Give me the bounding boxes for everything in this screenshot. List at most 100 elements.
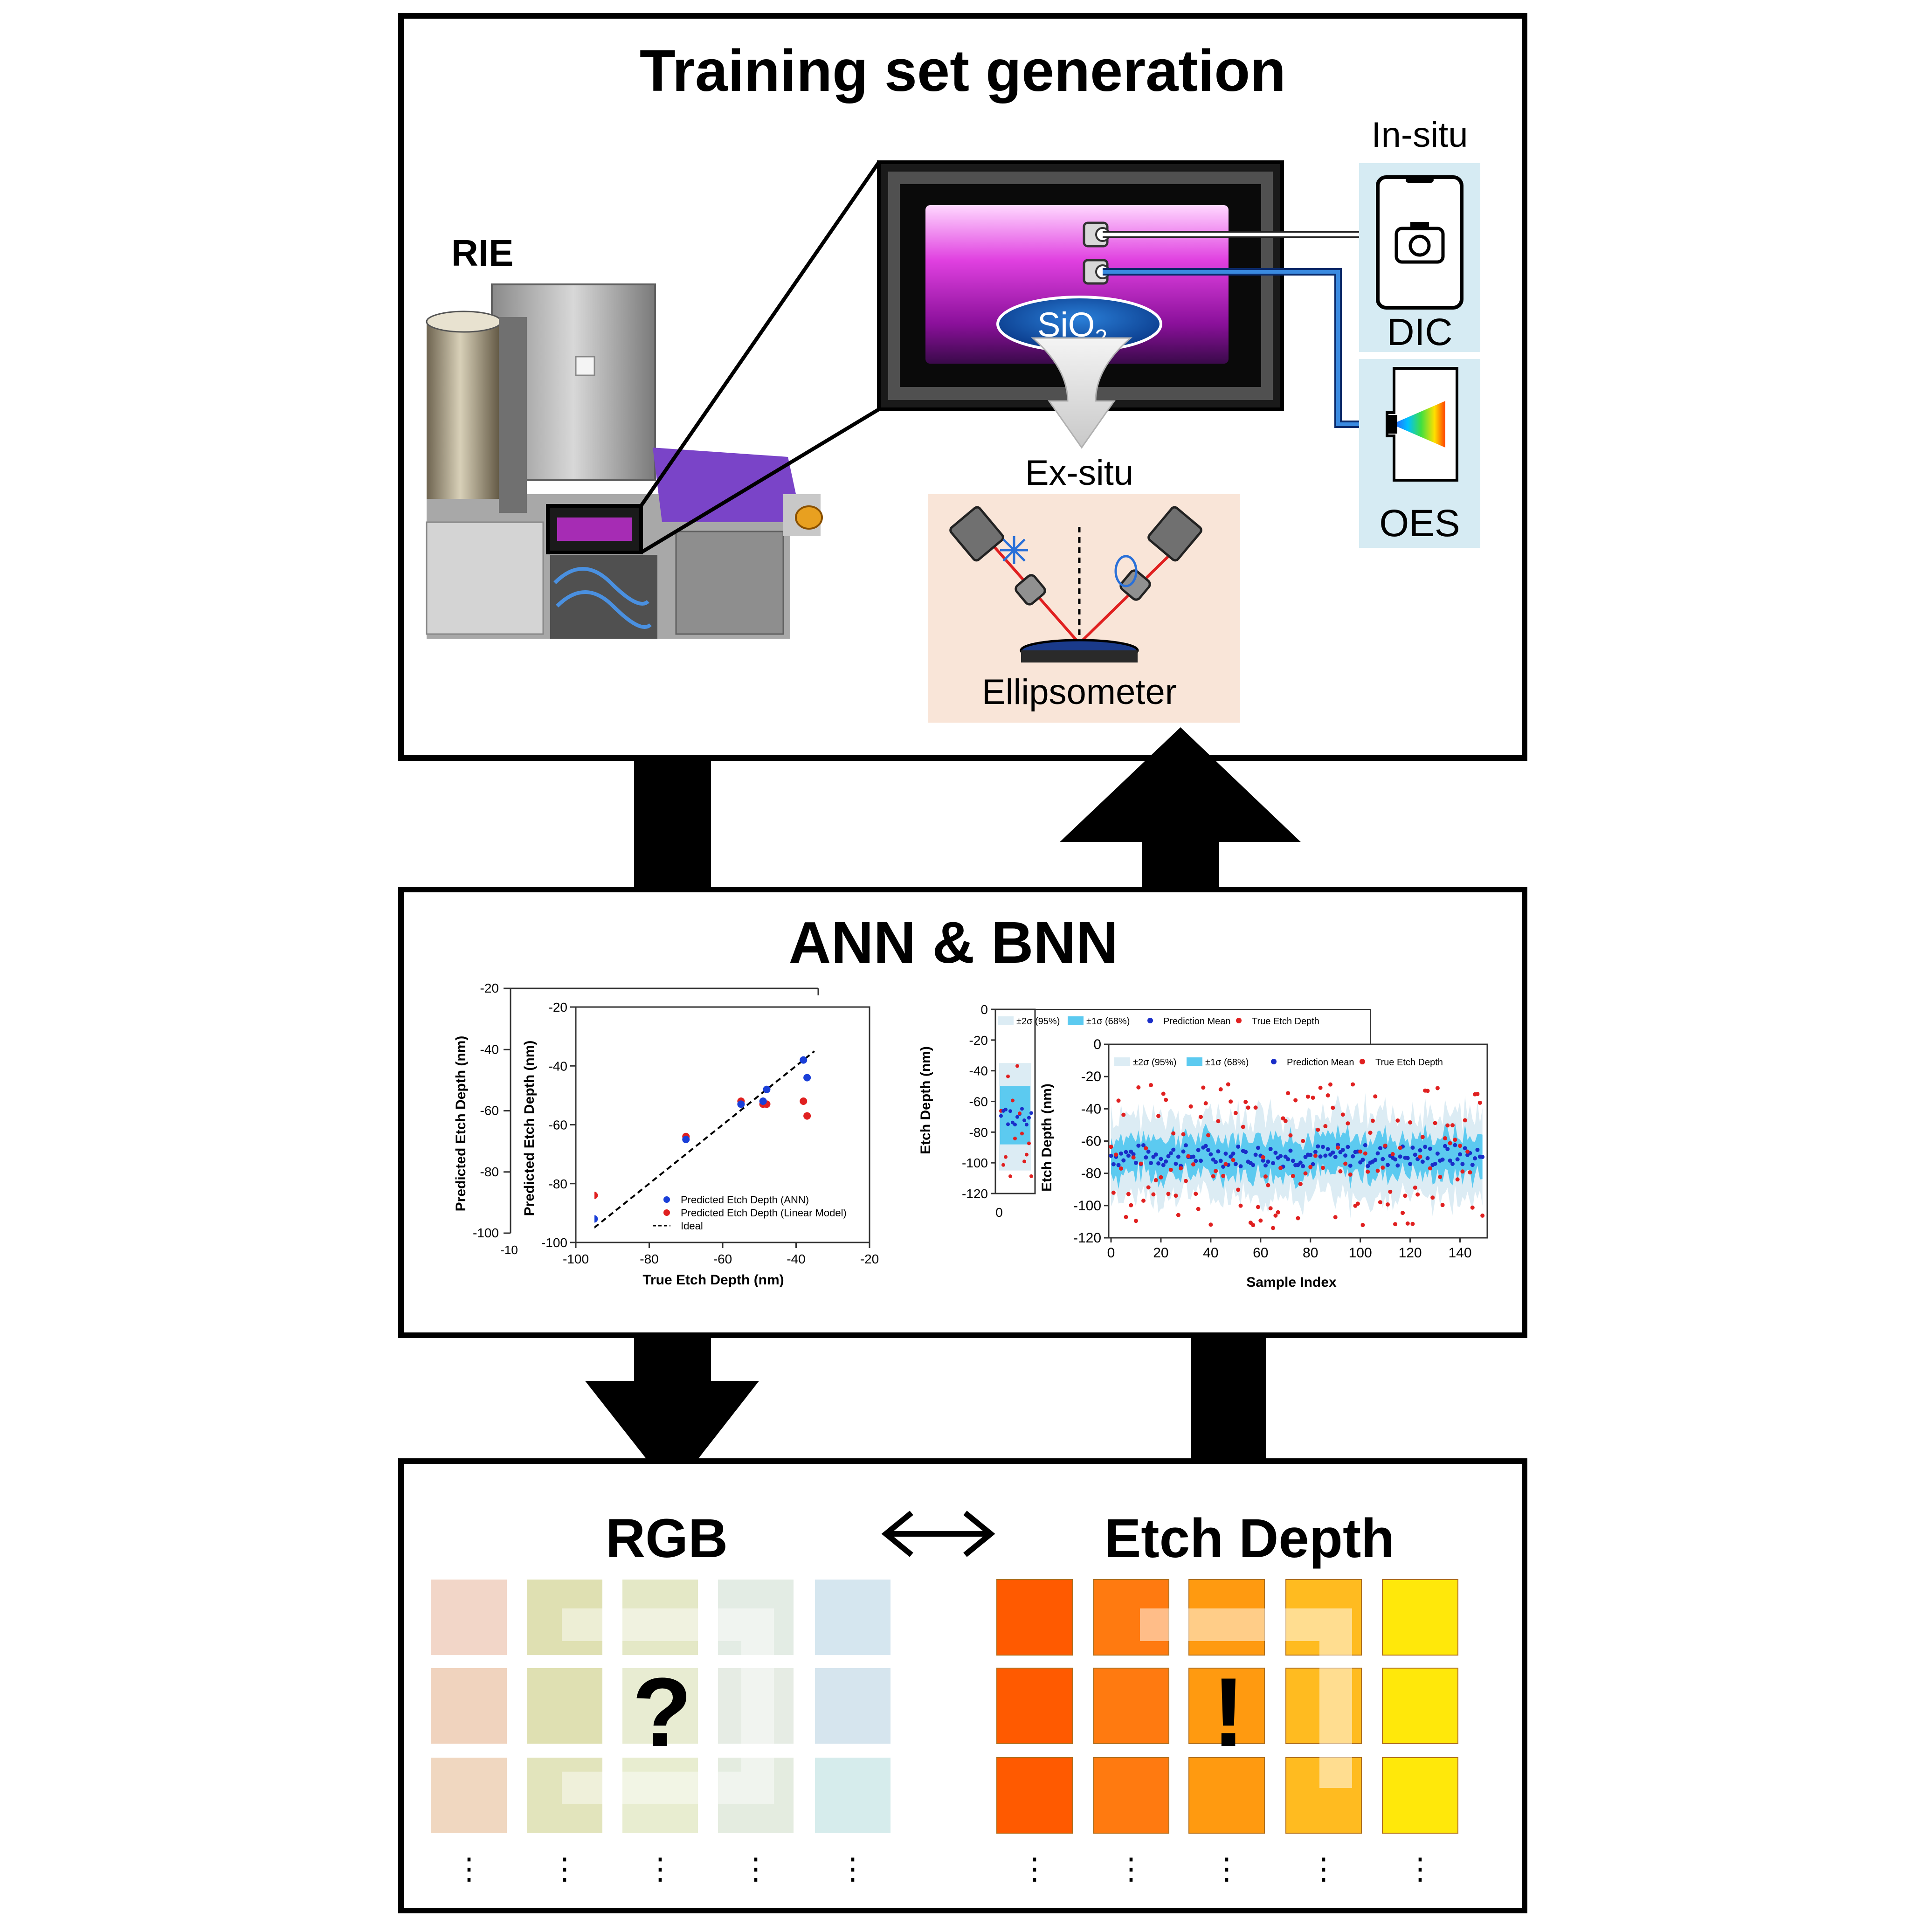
prediction-mean-point (1480, 1154, 1485, 1159)
back-x-tick: 0 (995, 1205, 1003, 1220)
back-true-point (1025, 1152, 1029, 1157)
true-depth-point (1196, 1207, 1201, 1211)
true-depth-point (1263, 1174, 1268, 1179)
back-y-tick-label: -60 (480, 1104, 499, 1118)
true-depth-point (1251, 1223, 1256, 1228)
prediction-mean-point (1343, 1153, 1348, 1158)
back-true-point (1006, 1074, 1010, 1078)
rgb-swatch (431, 1668, 507, 1744)
true-depth-point (1313, 1153, 1318, 1158)
prediction-mean-point (1395, 1163, 1400, 1168)
true-depth-point (1298, 1182, 1303, 1187)
prediction-mean-point (1231, 1151, 1236, 1156)
prediction-mean-point (1171, 1147, 1176, 1152)
true-depth-point (1405, 1221, 1410, 1226)
y-tick-label: -100 (541, 1235, 567, 1250)
true-depth-point (1166, 1192, 1171, 1196)
prediction-mean-point (1183, 1143, 1188, 1148)
true-depth-point (1458, 1144, 1463, 1148)
y-tick-label: -80 (549, 1177, 567, 1191)
true-depth-point (1229, 1099, 1233, 1104)
prediction-mean-point (1453, 1143, 1457, 1147)
y-tick-label: -60 (549, 1118, 567, 1132)
true-depth-point (1291, 1173, 1295, 1178)
true-depth-point (1463, 1118, 1467, 1123)
true-depth-point (1323, 1124, 1328, 1129)
prediction-mean-point (1440, 1157, 1445, 1162)
true-depth-point (1375, 1168, 1380, 1173)
prediction-mean-point (1445, 1147, 1450, 1152)
insitu-group: In-situ DIC OES (1359, 115, 1480, 548)
ideal-line (594, 1050, 815, 1228)
true-depth-point (1401, 1211, 1405, 1215)
smartphone-notch (1406, 177, 1434, 183)
prediction-mean-point (1366, 1164, 1370, 1168)
rgb-highlight-overlay (562, 1608, 774, 1804)
legend-swatch-point (663, 1209, 670, 1216)
prediction-mean-point (1214, 1159, 1218, 1164)
true-depth-point (1425, 1089, 1430, 1093)
prediction-mean-point (1124, 1150, 1128, 1154)
true-depth-point (1218, 1087, 1223, 1092)
ellipsis-icon: ⋮ (741, 1852, 771, 1885)
prediction-mean-point (1164, 1159, 1168, 1164)
true-depth-point (1226, 1082, 1230, 1087)
true-depth-point (1373, 1094, 1378, 1099)
prediction-mean-point (1206, 1148, 1211, 1152)
back-true-point (1008, 1174, 1012, 1179)
prediction-mean-point (1194, 1159, 1198, 1163)
rgb-swatch (815, 1758, 891, 1833)
back-y-axis-label: Etch Depth (nm) (918, 1046, 933, 1154)
true-depth-point (1183, 1179, 1188, 1183)
prediction-mean-point (1271, 1161, 1276, 1166)
back-mean-point (1025, 1123, 1029, 1127)
true-depth-point (1118, 1166, 1123, 1171)
y-tick-label: -60 (1081, 1134, 1101, 1149)
prediction-mean-point (1311, 1162, 1315, 1166)
true-depth-point (1296, 1216, 1300, 1221)
prediction-mean-point (1278, 1154, 1283, 1159)
true-depth-point (1141, 1198, 1146, 1203)
spectrometer-slit (1387, 415, 1397, 434)
depth-swatch (996, 1579, 1073, 1656)
ann-point (594, 1215, 598, 1223)
prediction-mean-point (1121, 1158, 1126, 1163)
prediction-mean-point (1236, 1144, 1241, 1149)
true-depth-point (1186, 1154, 1191, 1159)
x-tick-label: -60 (713, 1252, 732, 1266)
back-mean-point (1027, 1116, 1031, 1120)
true-depth-point (1470, 1205, 1475, 1210)
prediction-mean-point (1463, 1146, 1467, 1151)
rgb-swatch-grid (431, 1580, 891, 1833)
true-depth-points (1109, 1082, 1485, 1230)
prediction-mean-points (1109, 1143, 1485, 1169)
true-depth-point (1174, 1194, 1178, 1198)
true-depth-point (1428, 1166, 1432, 1171)
true-depth-point (1368, 1131, 1373, 1135)
true-depth-point (1139, 1161, 1143, 1166)
true-depth-point (1109, 1145, 1113, 1149)
prediction-mean-point (1298, 1160, 1303, 1165)
prediction-mean-point (1229, 1154, 1233, 1159)
ellipsis-icon: ⋮ (1116, 1852, 1146, 1885)
rgb-swatch (622, 1668, 698, 1744)
true-depth-point (1211, 1174, 1215, 1179)
prediction-mean-point (1156, 1161, 1161, 1166)
depth-highlight-overlay (1140, 1608, 1352, 1788)
rgb-swatch (431, 1758, 507, 1833)
back-true-point (1029, 1174, 1033, 1178)
true-depth-point (1191, 1162, 1195, 1167)
x-tick-label: -100 (563, 1252, 589, 1266)
dic-label: DIC (1387, 311, 1452, 353)
back-x-tick: -10 (500, 1243, 518, 1257)
x-tick-label: 120 (1399, 1245, 1422, 1261)
prediction-mean-point (1333, 1155, 1338, 1159)
prediction-mean-point (1331, 1150, 1335, 1155)
camera-icon-top (1410, 222, 1429, 230)
ellipsis-icon: ⋮ (1212, 1852, 1242, 1885)
prediction-mean-point (1325, 1147, 1330, 1152)
true-depth-point (1408, 1120, 1413, 1125)
prediction-mean-point (1318, 1154, 1323, 1159)
